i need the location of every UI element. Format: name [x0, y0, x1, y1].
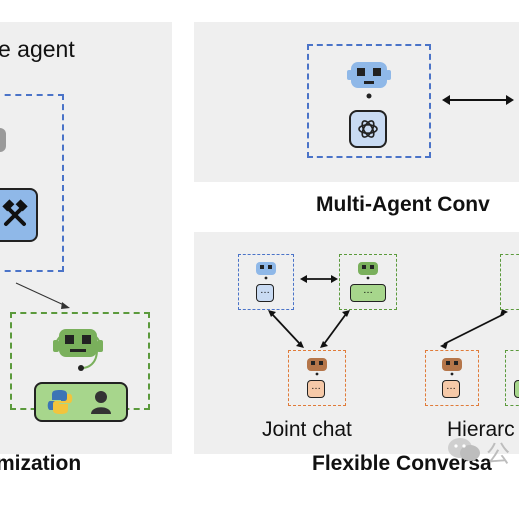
robot-icon	[442, 358, 462, 376]
bottom-right-caption: Flexible Conversa	[312, 452, 492, 475]
agent-dashed-box	[505, 350, 519, 406]
person-icon	[91, 391, 111, 414]
optimization-arrow	[15, 282, 70, 309]
wechat-icon	[448, 438, 480, 461]
double-arrow-icon	[442, 95, 514, 105]
left-caption: mization	[0, 452, 82, 475]
ellipsis-icon: …	[307, 380, 325, 398]
bottom-right-panel	[194, 232, 519, 454]
tools-button	[0, 188, 38, 242]
robot-icon	[0, 128, 6, 152]
agent-dashed-box	[238, 254, 294, 310]
python-icon	[47, 390, 73, 414]
ellipsis-icon: …	[256, 284, 274, 302]
agent-label: e agent	[0, 36, 75, 62]
joint-chat-label: Joint chat	[262, 418, 352, 441]
agent-dashed-box	[339, 254, 397, 310]
openai-icon	[358, 120, 378, 138]
robot-icon	[53, 329, 103, 371]
joint-chat-arrows	[268, 275, 508, 349]
robot-icon	[256, 262, 276, 280]
top-right-caption: Multi-Agent Conv	[316, 193, 490, 216]
watermark-text: 公	[486, 441, 510, 468]
robot-icon	[307, 358, 327, 376]
agent-dashed-box	[500, 254, 519, 310]
ellipsis-icon	[514, 380, 519, 398]
agent-dashed-box	[425, 350, 479, 406]
openai-chip	[349, 110, 387, 148]
tools-icon	[2, 199, 28, 226]
ellipsis-icon: …	[350, 284, 386, 302]
agent-dashed-box	[288, 350, 346, 406]
ellipsis-icon: …	[442, 380, 460, 398]
agent-dashed-box	[0, 94, 64, 272]
top-right-panel	[194, 22, 519, 182]
hierarchical-label: Hierarc	[447, 418, 515, 441]
robot-icon	[358, 262, 378, 280]
agent-dashed-box	[307, 44, 431, 158]
robot-icon	[347, 62, 391, 99]
